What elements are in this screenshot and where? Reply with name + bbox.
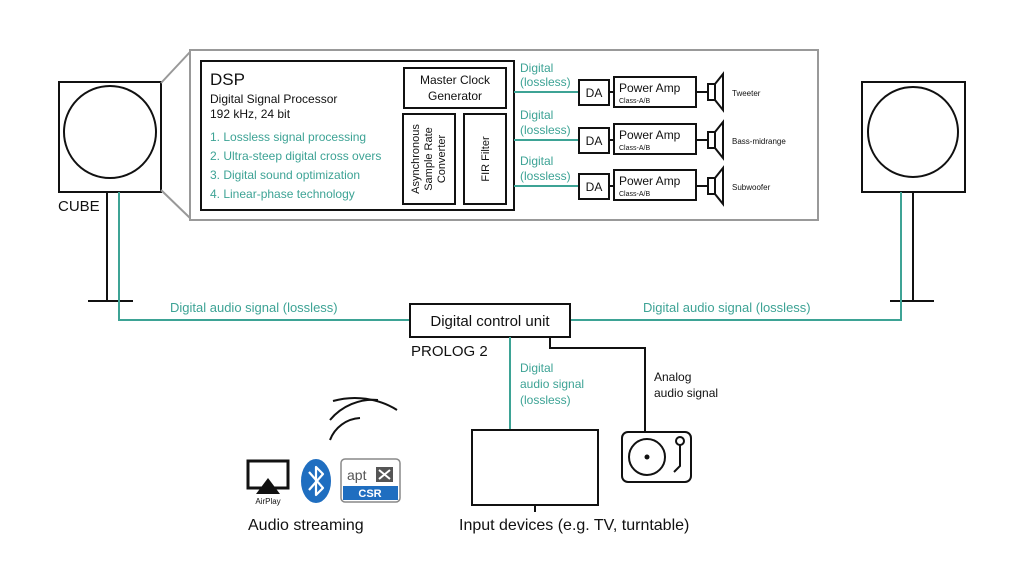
tonearm-pivot: [675, 436, 685, 446]
dsp-subtitle-line2: 192 kHz, 24 bit: [210, 107, 291, 121]
power-amp-box: [613, 76, 697, 108]
input-devices-label: Input devices (e.g. TV, turntable): [459, 517, 689, 534]
amp-class-label: Class-A/B: [619, 145, 650, 152]
bluetooth-rune: [308, 465, 325, 497]
prolog-label: PROLOG 2: [411, 343, 488, 360]
dsp-feature-4: 4. Linear-phase technology: [210, 187, 355, 201]
amp-class-label: Class-A/B: [619, 191, 650, 198]
fir-box: [463, 113, 507, 205]
dsp-title: DSP: [210, 70, 245, 89]
src-line2: Sample Rate: [423, 127, 435, 191]
wireless-waves-icon: [329, 396, 398, 441]
driver-magnet-icon: [707, 131, 716, 149]
channel-digital-label: Digital: [520, 61, 553, 75]
master-clock-line1: Master Clock: [420, 73, 491, 87]
channel-digital-label: Digital: [520, 154, 553, 168]
right-digital-signal-line: [570, 192, 902, 321]
digital-input-line2: audio signal: [520, 377, 584, 391]
channel-bass-midrange: Digital (lossless) DA Power Amp Class-A/…: [514, 108, 786, 161]
driver-magnet-icon: [707, 83, 716, 101]
tweeter-driver-icon: [714, 71, 724, 113]
aptx-label: apt: [347, 467, 367, 483]
zoom-line-top: [160, 51, 191, 84]
dsp-subtitle-line1: Digital Signal Processor: [210, 92, 337, 106]
bluetooth-icon: [301, 459, 331, 503]
cube-label: CUBE: [58, 198, 100, 215]
record-spindle: [644, 454, 650, 460]
control-unit-label: Digital control unit: [430, 313, 550, 330]
master-clock-box: [403, 67, 507, 109]
digital-input-line3: (lossless): [520, 393, 571, 407]
left-speaker: CUBE: [58, 81, 162, 302]
driver-label: Tweeter: [732, 89, 761, 98]
digital-control-unit-box: [409, 303, 571, 338]
subwoofer-driver-icon: [714, 165, 724, 207]
signal-right-label: Digital audio signal (lossless): [643, 300, 811, 315]
digital-input-line1: Digital: [520, 361, 553, 375]
bass-driver-icon: [714, 119, 724, 161]
dsp-feature-3: 3. Digital sound optimization: [210, 168, 360, 182]
driver-label: Subwoofer: [732, 183, 771, 192]
right-speaker-cone-icon: [867, 86, 959, 178]
power-amp-label: Power Amp: [619, 128, 681, 142]
channel-lossless-label: (lossless): [520, 123, 571, 137]
channel-tweeter: Digital (lossless) DA Power Amp Class-A/…: [514, 61, 761, 113]
audio-streaming-label: Audio streaming: [248, 517, 364, 534]
analog-input-line2: audio signal: [654, 386, 718, 400]
analog-input-line1: Analog: [654, 370, 691, 384]
da-label: DA: [586, 180, 603, 194]
airplay-triangle: [256, 478, 280, 494]
csr-bar: [343, 486, 398, 500]
aptx-x-mark: [378, 469, 391, 480]
src-line3: Converter: [436, 135, 448, 184]
channel-digital-label: Digital: [520, 108, 553, 122]
driver-magnet-icon: [707, 177, 716, 195]
tonearm: [673, 445, 681, 473]
tv-screen: [471, 429, 599, 506]
airplay-label: AirPlay: [255, 497, 280, 506]
turntable-icon: [621, 431, 692, 483]
power-amp-label: Power Amp: [619, 81, 681, 95]
power-amp-box: [613, 169, 697, 201]
dsp-feature-2: 2. Ultra-steep digital cross overs: [210, 149, 381, 163]
fir-label: FIR Filter: [480, 136, 492, 182]
dsp-feature-1: 1. Lossless signal processing: [210, 130, 366, 144]
zoom-line-bottom: [160, 189, 191, 219]
da-label: DA: [586, 134, 603, 148]
channel-lossless-label: (lossless): [520, 169, 571, 183]
src-line1: Asynchronous: [410, 124, 422, 194]
left-digital-signal-line: [118, 192, 410, 321]
tv-icon: [471, 429, 599, 512]
csr-label: CSR: [358, 488, 381, 500]
left-speaker-cone-icon: [63, 85, 157, 179]
master-clock-line2: Generator: [428, 89, 482, 103]
right-speaker: [861, 81, 966, 302]
channel-subwoofer: Digital (lossless) DA Power Amp Class-A/…: [514, 154, 771, 207]
channel-lossless-label: (lossless): [520, 75, 571, 89]
aptx-csr-logo: apt CSR: [340, 458, 401, 503]
airplay-icon: [246, 459, 290, 494]
driver-label: Bass-midrange: [732, 137, 786, 146]
power-amp-label: Power Amp: [619, 174, 681, 188]
da-label: DA: [586, 86, 603, 100]
src-box: [402, 113, 456, 205]
analog-input-line: [549, 337, 646, 432]
amp-class-label: Class-A/B: [619, 98, 650, 105]
signal-left-label: Digital audio signal (lossless): [170, 300, 338, 315]
